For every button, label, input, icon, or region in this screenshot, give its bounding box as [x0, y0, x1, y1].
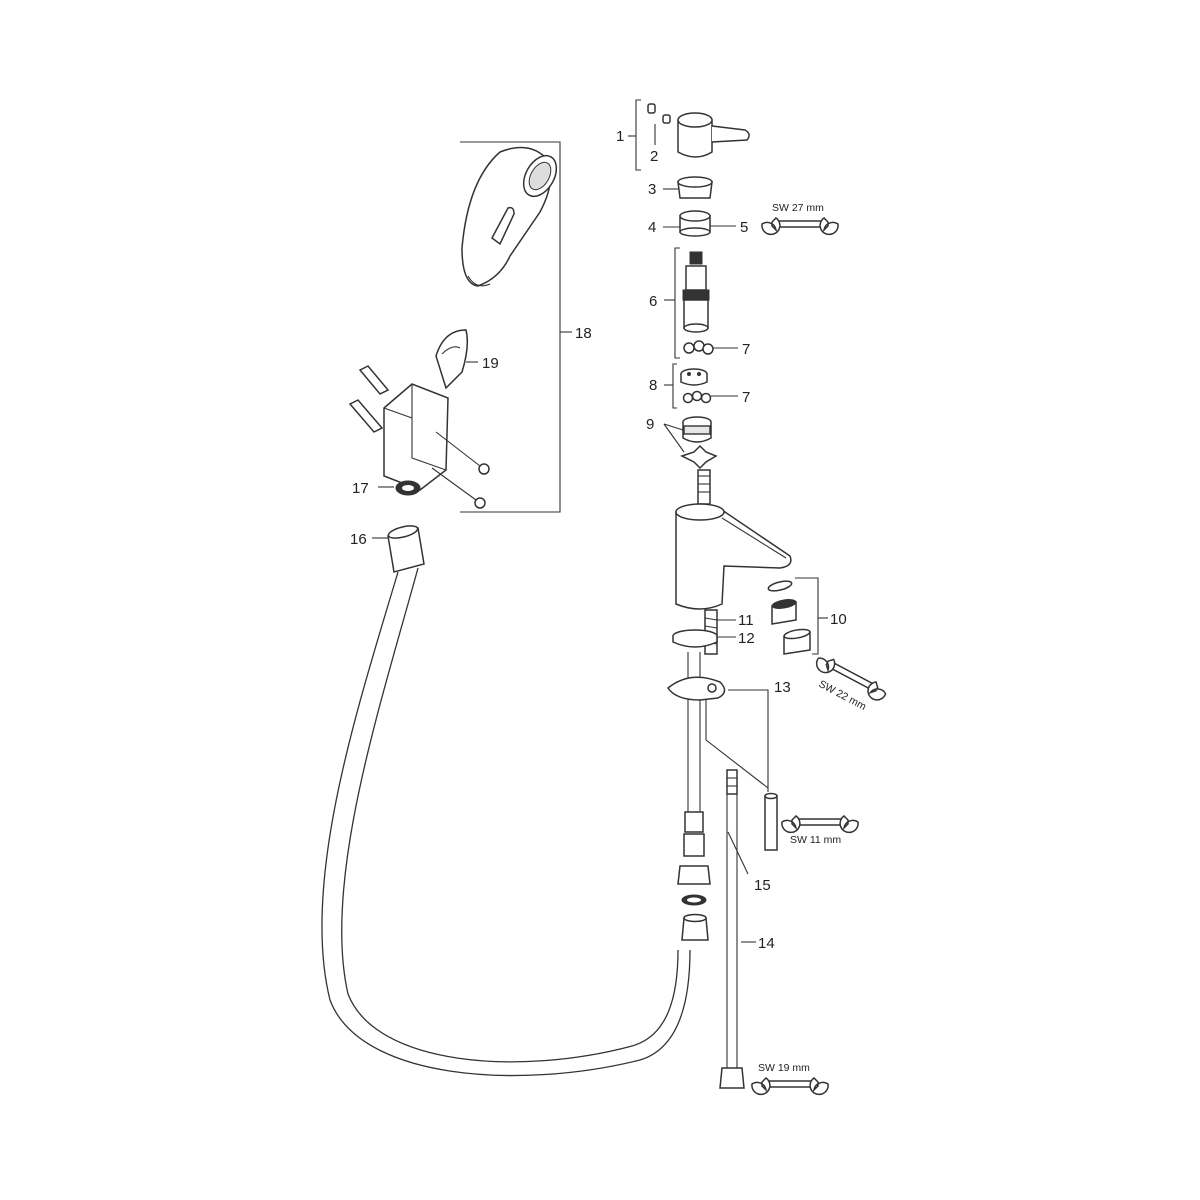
label-14: 14: [758, 935, 775, 952]
screw-1: [435, 431, 490, 475]
wall-plug-1: [358, 365, 390, 395]
leader-13: [705, 689, 769, 792]
faucet-body: [675, 469, 792, 610]
leader-9b: [663, 423, 685, 453]
part-4-nut: [679, 210, 711, 237]
label-19: 19: [482, 355, 499, 372]
part-9-cartridge-base: [680, 416, 718, 470]
wrench-sw11: SW 11 mm: [781, 815, 859, 846]
label-16: 16: [350, 531, 367, 548]
bracket-8: [672, 363, 677, 409]
wrench-icon: [815, 657, 887, 701]
hose-nut-lower: [681, 913, 709, 941]
part-7-orings-a: [683, 340, 714, 355]
label-8: 8: [649, 377, 657, 394]
wrench-icon: [781, 815, 859, 834]
screw-2: [431, 467, 486, 509]
part-16-shower-hose: [321, 525, 691, 1077]
bracket-6: [674, 247, 680, 359]
part-12-washer: [672, 629, 718, 648]
wrench-label-sw19: SW 19 mm: [758, 1062, 810, 1074]
part-8-disc: [680, 368, 708, 386]
label-2: 2: [650, 148, 658, 165]
label-7b: 7: [742, 389, 750, 406]
wrench-label-sw11: SW 11 mm: [790, 834, 841, 846]
part-7-orings-b: [682, 390, 712, 404]
label-9: 9: [646, 416, 654, 433]
supply-hose-rod: [677, 652, 711, 885]
wrench-icon: [751, 1077, 829, 1096]
part-17-seal: [395, 480, 421, 496]
label-18: 18: [575, 325, 592, 342]
label-6: 6: [649, 293, 657, 310]
leader-9a: [663, 423, 684, 431]
bracket-1: [635, 99, 641, 171]
part-10-aerator: [767, 580, 811, 655]
part-6-cartridge: [682, 251, 710, 333]
wall-plug-2: [348, 399, 384, 433]
part-3-cover-ring: [677, 176, 713, 199]
part-1-handle: [677, 112, 750, 158]
label-11: 11: [738, 612, 754, 629]
wrench-sw22: SW 22 mm: [815, 657, 887, 713]
label-5: 5: [740, 219, 748, 236]
part-2-grub-screw: [647, 103, 671, 124]
bracket-18: [460, 141, 561, 513]
label-15: 15: [754, 877, 771, 894]
part-13-fixing-plate: [666, 676, 726, 712]
label-7a: 7: [742, 341, 750, 358]
wrench-sw27: SW 27 mm: [761, 202, 839, 236]
part-19-holder-clip: [435, 329, 469, 390]
label-1: 1: [616, 128, 624, 145]
label-3: 3: [648, 181, 656, 198]
wrench-label-sw27: SW 27 mm: [772, 202, 824, 214]
wrench-sw19: SW 19 mm: [751, 1062, 829, 1096]
label-10: 10: [830, 611, 847, 628]
leader-15: [727, 831, 749, 875]
part-18-hand-shower: [461, 146, 558, 287]
seal-washer-lower: [681, 894, 707, 906]
part-14-flex-hose: [719, 769, 745, 1089]
wrench-icon: [761, 217, 839, 236]
label-17: 17: [352, 480, 369, 497]
part-15-stud: [764, 792, 778, 851]
label-12: 12: [738, 630, 755, 647]
part-labels: 1 2 3 4 5 6 7 8 7 9 10 11 12 13 14 15 16…: [350, 128, 847, 952]
label-13: 13: [774, 679, 791, 696]
label-4: 4: [648, 219, 656, 236]
bracket-10: [795, 577, 819, 655]
holder-block: [383, 383, 449, 491]
